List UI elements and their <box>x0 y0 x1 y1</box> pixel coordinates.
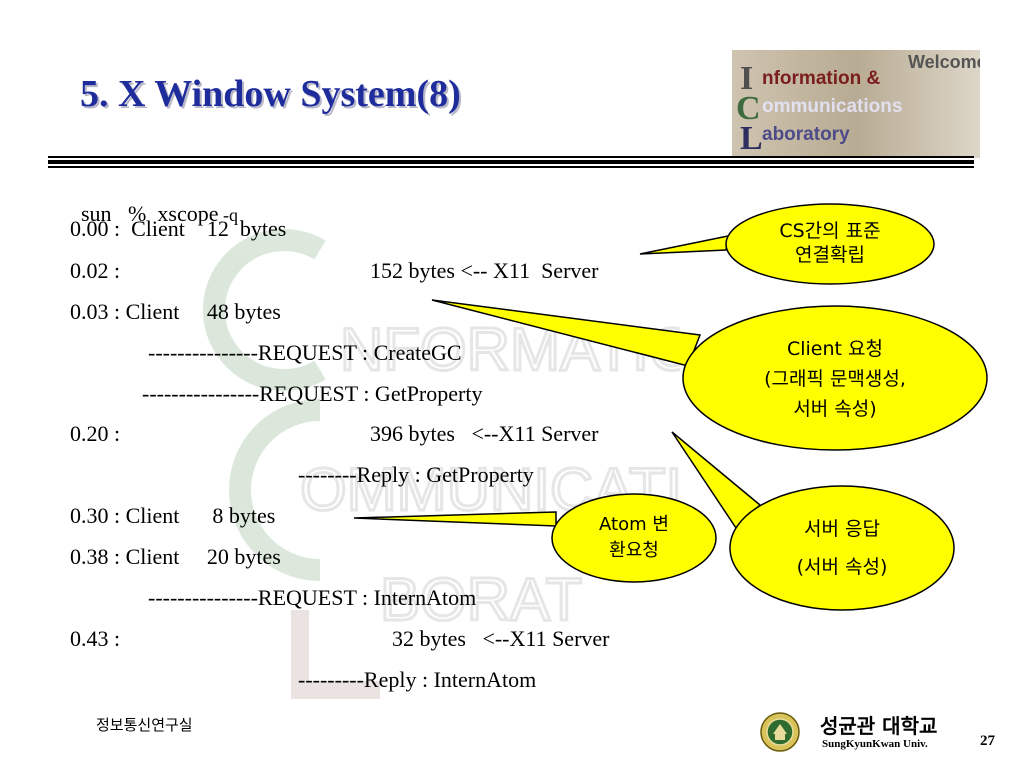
line-time-043: 0.43 : <box>70 626 121 651</box>
line-request-internatom: ---------------REQUEST : InternAtom <box>148 585 477 610</box>
line-reply-getproperty: --------Reply : GetProperty <box>298 462 534 487</box>
callout-server-bubble <box>729 485 955 611</box>
callout-client-line-2: (그래픽 문맥생성, <box>764 368 906 390</box>
callout-atom-pointer <box>353 511 557 527</box>
callout-cs-text: CS간의 표준 연결확립 <box>740 219 920 267</box>
line-request-creategc: ---------------REQUEST : CreateGC <box>148 340 462 365</box>
svg-text:BORAT: BORAT <box>380 566 582 633</box>
title-rule-thin-top <box>48 156 974 158</box>
line-reply-internatom: ---------Reply : InternAtom <box>298 667 537 692</box>
university-name-korean: 성균관 대학교 <box>820 714 938 738</box>
banner-letter-l: L <box>740 120 763 157</box>
callout-atom-bubble <box>551 493 717 583</box>
university-name-english: SungKyunKwan Univ. <box>822 738 928 750</box>
line-request-getproperty: ----------------REQUEST : GetProperty <box>142 381 483 406</box>
line-time-002: 0.02 : <box>70 258 121 283</box>
line-client-20-bytes: 0.38 : Client 20 bytes <box>70 544 281 569</box>
callout-server-text: 서버 응답 (서버 속성) <box>740 510 944 586</box>
callout-cs-bubble <box>725 203 935 285</box>
title-rule-thick <box>48 160 974 164</box>
callout-atom-line-1: Atom 변 <box>599 514 669 535</box>
line-xscope-command-main: sun % xscope <box>81 201 219 226</box>
banner-line-3: aboratory <box>762 124 850 145</box>
callout-client-line-1: Client 요청 <box>786 338 883 360</box>
callout-server-line-2: (서버 속성) <box>796 556 888 578</box>
banner-letter-c: C <box>736 90 761 127</box>
banner-line-2: ommunications <box>762 96 903 117</box>
line-server-152-bytes: 152 bytes <-- X11 Server <box>370 258 599 283</box>
line-time-020: 0.20 : <box>70 421 121 446</box>
line-server-32-bytes: 32 bytes <--X11 Server <box>392 626 610 651</box>
university-seal-icon <box>760 712 800 752</box>
line-client-48-bytes: 0.03 : Client 48 bytes <box>70 299 281 324</box>
callout-client-pointer <box>431 299 702 367</box>
callout-cs-line-1: CS간의 표준 <box>779 220 881 242</box>
callout-cs-line-2: 연결확립 <box>795 244 865 266</box>
callout-client-bubble <box>682 305 988 451</box>
callout-client-text: Client 요청 (그래픽 문맥생성, 서버 속성) <box>700 334 970 424</box>
footer-lab-name: 정보통신연구실 <box>96 716 193 734</box>
banner-line-1: nformation & <box>762 68 881 89</box>
line-server-396-bytes: 396 bytes <--X11 Server <box>370 421 599 446</box>
callout-server-line-1: 서버 응답 <box>804 518 880 540</box>
page-number: 27 <box>980 733 995 749</box>
callout-atom-text: Atom 변 환요청 <box>560 512 708 564</box>
lab-banner-logo: I C L Welcome nformation & ommunications… <box>732 50 980 158</box>
callout-cs-pointer <box>639 235 729 255</box>
banner-welcome: Welcome <box>908 52 980 72</box>
line-client-8-bytes: 0.30 : Client 8 bytes <box>70 503 276 528</box>
line-xscope-command-flag: -q <box>218 205 238 225</box>
callout-client-line-3: 서버 속성) <box>793 398 877 420</box>
title-rule-thin-bottom <box>48 166 974 168</box>
callout-atom-line-2: 환요청 <box>609 540 659 561</box>
banner-letter-i: I <box>740 60 754 97</box>
slide-title: 5. X Window System(8) <box>80 73 461 115</box>
line-xscope-command: sun % xscope -q <box>70 175 238 228</box>
line-client-12-bytes: 0.00 : Client 12 bytes <box>70 216 287 241</box>
